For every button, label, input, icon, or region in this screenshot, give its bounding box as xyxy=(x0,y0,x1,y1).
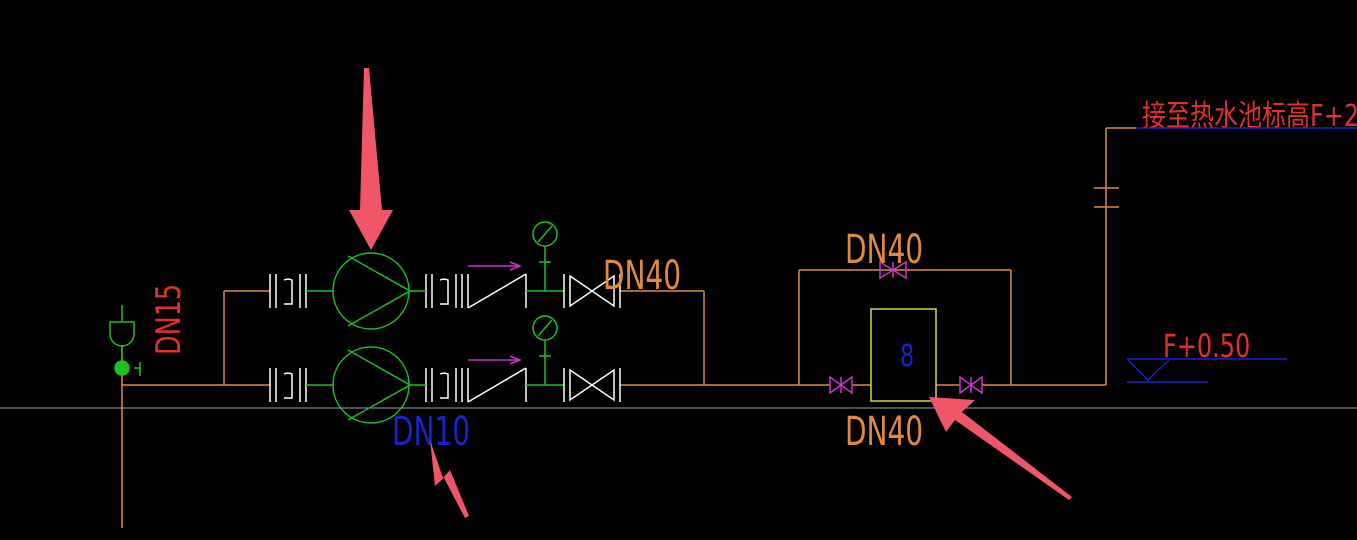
label-dn15: DN15 xyxy=(149,284,189,355)
check-valve-icon xyxy=(467,273,527,403)
flow-direction-arrow xyxy=(468,261,523,365)
backflow-preventer-icon xyxy=(109,305,141,376)
annotation-arrow xyxy=(349,68,393,250)
pressure-gauge-icon xyxy=(526,221,564,386)
flexible-joint-icon xyxy=(269,274,463,402)
label-dn40-bypass-bottom: DN40 xyxy=(845,409,923,455)
annotation-arrow xyxy=(929,397,1072,500)
level-mark-icon xyxy=(1126,358,1287,383)
water-meter-icon xyxy=(870,308,937,402)
annotation-arrow xyxy=(430,440,469,518)
pump-icon xyxy=(332,252,426,330)
label-dn40-bypass-top: DN40 xyxy=(845,227,923,273)
gate-valve-icon xyxy=(563,274,621,402)
label-dn40-pump-outlet: DN40 xyxy=(603,253,681,299)
butterfly-valve-icon xyxy=(829,260,983,395)
pipe-network xyxy=(121,127,1136,528)
pump-icon xyxy=(332,346,426,424)
meter-number: 8 xyxy=(900,339,914,374)
